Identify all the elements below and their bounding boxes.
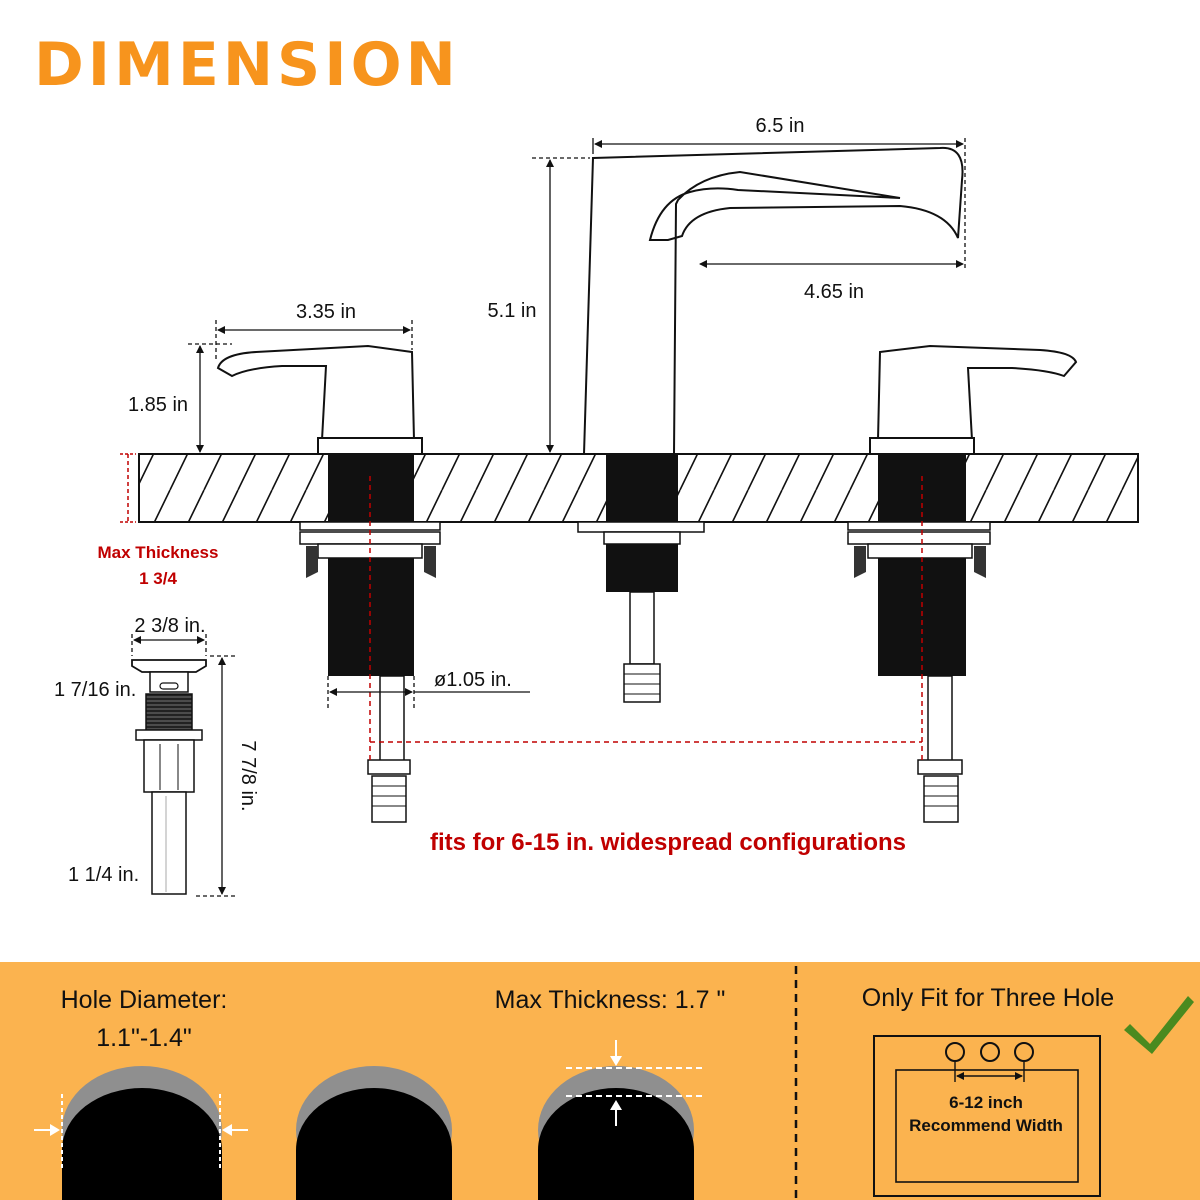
- check-mark-icon: [1124, 996, 1194, 1054]
- pop-up-drain: [131, 659, 207, 895]
- spout-height-label: 5.1 in: [488, 300, 537, 322]
- three-hole-sink-illustration: [873, 1035, 1101, 1197]
- faucet-dimension-lines: [188, 138, 966, 708]
- drain-height-label: 7 7/8 in.: [237, 740, 259, 811]
- left-handle: [216, 344, 423, 455]
- thickness-illustration: [532, 1040, 706, 1200]
- three-hole-title: Only Fit for Three Hole: [862, 984, 1114, 1012]
- page-title: DIMENSION: [34, 30, 460, 100]
- spout-length-label: 6.5 in: [756, 115, 805, 137]
- hole-diameter-label: Hole Diameter:: [61, 986, 228, 1014]
- right-handle: [869, 344, 1078, 455]
- max-thickness-label: Max Thickness: [98, 543, 219, 562]
- widespread-note: fits for 6-15 in. widespread configurati…: [430, 829, 906, 856]
- recommend-width-value: 6-12 inch: [949, 1093, 1023, 1112]
- widespread-indicator: [369, 476, 923, 760]
- recommend-width-label: Recommend Width: [909, 1116, 1063, 1135]
- center-shank: [577, 454, 705, 703]
- hole-diameter-value: 1.1"-1.4": [96, 1024, 192, 1052]
- max-thickness-band-label: Max Thickness: 1.7 ": [495, 986, 726, 1014]
- shank-diameter-label: ø1.05 in.: [434, 669, 512, 691]
- handle-length-label: 3.35 in: [296, 301, 356, 323]
- handle-height-label: 1.85 in: [128, 394, 188, 416]
- drain-tail-diameter-label: 1 1/4 in.: [68, 864, 139, 886]
- hole-illustration: [290, 1066, 460, 1200]
- spout-reach-label: 4.65 in: [804, 281, 864, 303]
- hole-diameter-illustration: [34, 1066, 248, 1200]
- left-shank: [299, 454, 441, 823]
- max-thickness-value: 1 3/4: [139, 569, 177, 588]
- drain-top-width-label: 2 3/8 in.: [134, 615, 205, 637]
- drain-thread-width-label: 1 7/16 in.: [54, 679, 136, 701]
- drain-dimension-lines: [131, 634, 236, 897]
- spout: [582, 146, 964, 455]
